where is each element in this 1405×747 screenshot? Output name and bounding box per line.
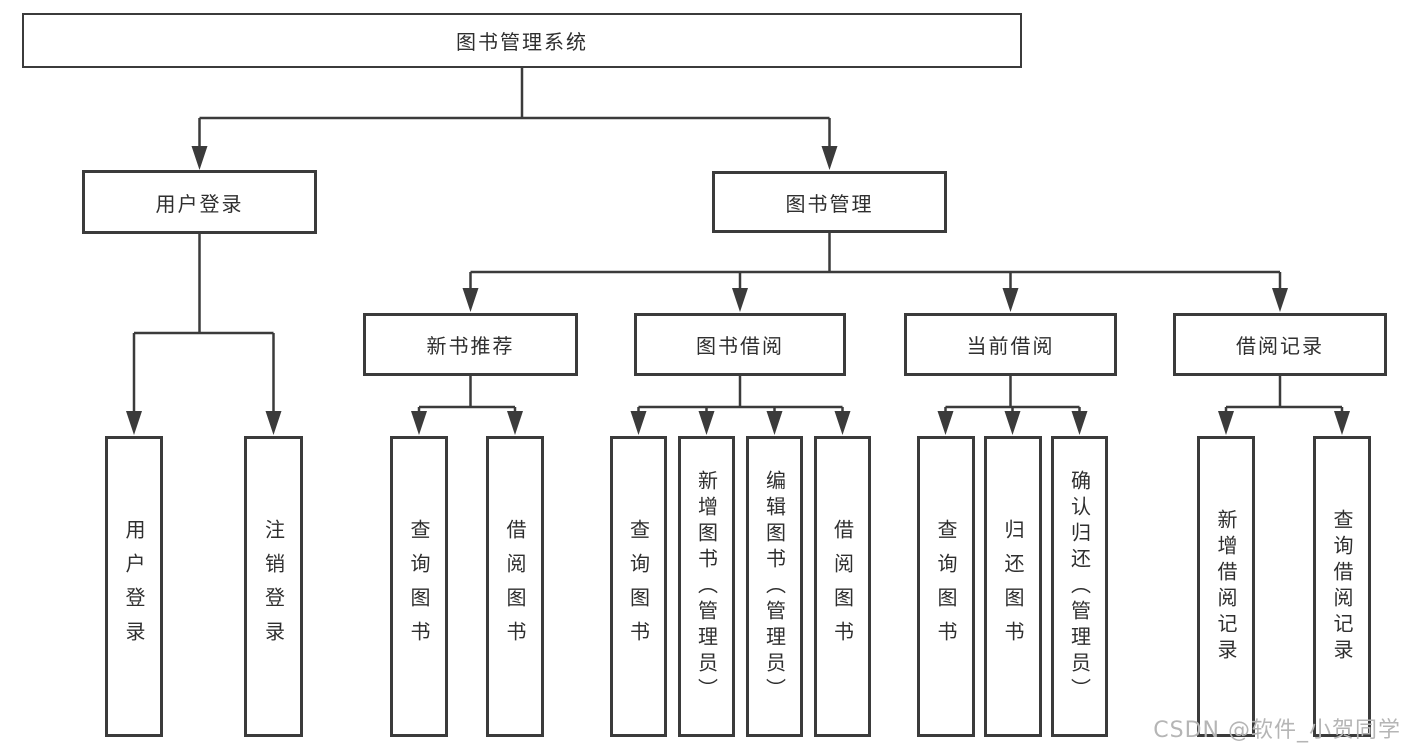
connector-line bbox=[417, 376, 517, 417]
arrowhead bbox=[191, 146, 208, 170]
node-label: 编辑图书（管理员） bbox=[762, 469, 787, 704]
node-library-management-system: 图书管理系统 bbox=[22, 13, 1022, 68]
arrowhead bbox=[411, 411, 427, 435]
node-label: 用户登录 bbox=[155, 191, 244, 216]
arrowhead bbox=[834, 411, 851, 435]
node-label: 新增借阅记录 bbox=[1214, 508, 1238, 665]
leaf-add-borrow-record: 新增借阅记录 bbox=[1197, 436, 1255, 737]
arrowhead bbox=[462, 288, 479, 312]
connector-line bbox=[637, 376, 844, 417]
leaf-query-borrow-record: 查询借阅记录 bbox=[1313, 436, 1371, 737]
node-label: 注销登录 bbox=[261, 518, 286, 655]
leaf-query-books-borrowing: 查询图书 bbox=[610, 436, 667, 737]
arrowhead bbox=[265, 411, 282, 435]
arrowhead bbox=[1002, 288, 1019, 312]
connector-line bbox=[1224, 376, 1344, 417]
node-user-login: 用户登录 bbox=[82, 170, 317, 234]
node-label: 借阅记录 bbox=[1236, 334, 1324, 358]
node-label: 用户登录 bbox=[122, 518, 146, 655]
node-current-borrowing: 当前借阅 bbox=[904, 313, 1117, 376]
node-label: 查询图书 bbox=[934, 518, 958, 655]
leaf-edit-books-admin: 编辑图书（管理员） bbox=[746, 436, 803, 737]
connector-line bbox=[944, 376, 1081, 417]
node-label: 查询图书 bbox=[626, 518, 651, 655]
arrowhead bbox=[821, 146, 838, 170]
node-borrowing-records: 借阅记录 bbox=[1173, 313, 1387, 376]
node-label: 确认归还（管理员） bbox=[1067, 469, 1092, 704]
node-label: 借阅图书 bbox=[830, 518, 855, 655]
node-label: 新书推荐 bbox=[426, 334, 515, 358]
arrowhead bbox=[126, 411, 142, 435]
leaf-query-books-current: 查询图书 bbox=[917, 436, 975, 737]
node-label: 新增图书（管理员） bbox=[694, 469, 719, 704]
arrowhead bbox=[630, 411, 647, 435]
leaf-add-books-admin: 新增图书（管理员） bbox=[678, 436, 735, 737]
arrowhead bbox=[1004, 411, 1021, 435]
node-label: 借阅图书 bbox=[503, 518, 527, 655]
leaf-borrow-books-borrowing: 借阅图书 bbox=[814, 436, 871, 737]
node-label: 归还图书 bbox=[1001, 518, 1025, 655]
arrowhead bbox=[507, 411, 523, 435]
arrowhead bbox=[732, 288, 748, 312]
arrowhead bbox=[1334, 411, 1350, 435]
arrowhead bbox=[937, 411, 954, 435]
arrowhead bbox=[1218, 411, 1234, 435]
leaf-return-books: 归还图书 bbox=[984, 436, 1042, 737]
arrowhead bbox=[766, 411, 783, 435]
node-book-borrowing: 图书借阅 bbox=[634, 313, 846, 376]
arrowhead bbox=[1272, 288, 1288, 312]
connector-line bbox=[198, 68, 831, 150]
node-new-book-recommendation: 新书推荐 bbox=[363, 313, 578, 376]
connector-line bbox=[469, 233, 1282, 292]
leaf-user-login: 用户登录 bbox=[105, 436, 163, 737]
leaf-query-books-newbooks: 查询图书 bbox=[390, 436, 448, 737]
node-label: 查询图书 bbox=[407, 518, 431, 655]
csdn-watermark: CSDN @软件_小贺同学 bbox=[1153, 718, 1401, 743]
node-label: 图书管理系统 bbox=[456, 30, 588, 54]
node-label: 图书管理 bbox=[785, 191, 874, 216]
connector-lines bbox=[132, 68, 1344, 417]
node-label: 当前借阅 bbox=[966, 334, 1055, 358]
connector-line bbox=[132, 234, 275, 417]
leaf-borrow-books-newbooks: 借阅图书 bbox=[486, 436, 544, 737]
leaf-logout: 注销登录 bbox=[244, 436, 303, 737]
arrowhead bbox=[698, 411, 715, 435]
node-book-management: 图书管理 bbox=[712, 171, 947, 233]
arrowhead bbox=[1071, 411, 1088, 435]
connector-arrowheads bbox=[126, 146, 1350, 435]
node-label: 图书借阅 bbox=[696, 334, 784, 358]
node-label: 查询借阅记录 bbox=[1330, 508, 1354, 665]
leaf-confirm-return-admin: 确认归还（管理员） bbox=[1051, 436, 1108, 737]
